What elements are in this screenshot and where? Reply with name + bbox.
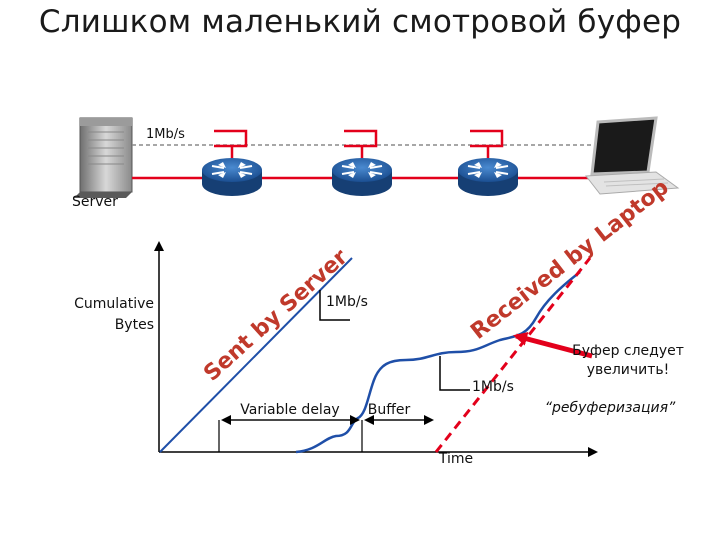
slide-title: Слишком маленький смотровой буфер [38,4,682,40]
note-line2: увеличить! [587,362,670,378]
server-icon [74,117,133,198]
received-rate-label: 1Mb/s [472,379,514,395]
playback-line [434,257,592,453]
router-2 [332,129,392,196]
router-icon [332,158,392,196]
router-buffer-icon [344,129,378,158]
router-icon [458,158,518,196]
received-curve [295,271,581,454]
buffer-label: Buffer [368,402,411,418]
router-3 [458,129,518,196]
note-italic: “ребуферизация” [545,400,676,416]
sent-rate-marker [319,290,350,321]
received-rate-marker [439,356,470,391]
router-buffer-icon [470,129,504,158]
y-axis-label-line2: Bytes [115,317,154,333]
received-label: Received by Laptop [466,175,673,345]
sent-rate-label: 1Mb/s [326,294,368,310]
x-axis-label: Time [438,451,473,467]
server-label: Server [72,194,118,210]
router-icon [202,158,262,196]
laptop-icon [585,116,680,195]
y-axis-label-line1: Cumulative [74,296,154,312]
sent-label: Sent by Server [199,245,353,387]
router-1 [202,129,262,196]
link-rate-label: 1Mb/s [146,127,185,142]
note-line1: Буфер следует [572,343,684,359]
note-pointer-arrow [513,332,593,359]
variable-delay-label: Variable delay [240,402,339,418]
router-buffer-icon [214,129,248,158]
